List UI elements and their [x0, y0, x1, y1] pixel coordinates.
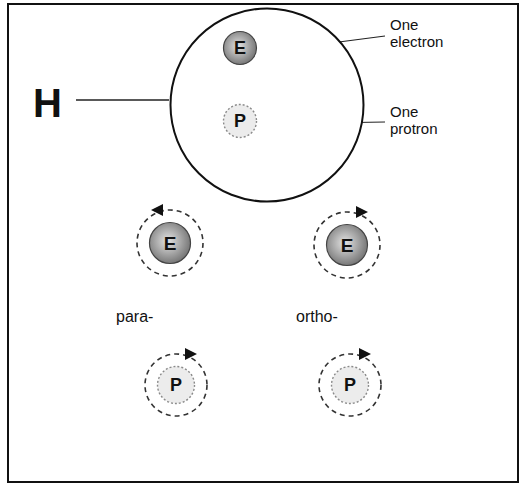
- electron-shape: [327, 225, 368, 266]
- spin-orbit: [145, 354, 207, 416]
- proton-shape: [332, 367, 369, 404]
- spin-arrow: [359, 348, 371, 360]
- spin-orbit: [314, 212, 380, 278]
- electron-circle: E: [325, 223, 369, 267]
- spin-arrow: [185, 348, 197, 360]
- spin-arrow: [151, 204, 163, 216]
- hydrogen-atom-circle: HEP: [169, 7, 365, 203]
- spin-arrow: [356, 206, 368, 218]
- particle-letter: P: [170, 376, 182, 394]
- particle-letter: P: [344, 376, 356, 394]
- atom-shape: [171, 9, 364, 202]
- atom-symbol: H: [33, 83, 62, 123]
- atom-outline: [169, 7, 365, 203]
- electron-shape: [150, 223, 191, 264]
- proton-circle: P: [330, 365, 370, 405]
- callout-label: One protron: [390, 103, 464, 138]
- spin-state-label: ortho-: [296, 308, 338, 326]
- particle-letter: P: [234, 112, 246, 130]
- spin-state-label: para-: [116, 308, 153, 326]
- proton-shape: [224, 105, 257, 138]
- proton-circle: P: [222, 103, 258, 139]
- particle-letter: E: [341, 236, 354, 255]
- spin-orbit: [319, 354, 381, 416]
- particle-letter: E: [164, 234, 177, 253]
- callout-label: One electron: [390, 16, 464, 51]
- electron-circle: E: [222, 30, 258, 66]
- electron-shape: [224, 32, 257, 65]
- leader-line: [76, 99, 169, 101]
- electron-circle: E: [148, 221, 192, 265]
- particle-letter: E: [234, 39, 246, 57]
- proton-circle: P: [156, 365, 196, 405]
- proton-shape: [158, 367, 195, 404]
- spin-orbit: [137, 210, 203, 276]
